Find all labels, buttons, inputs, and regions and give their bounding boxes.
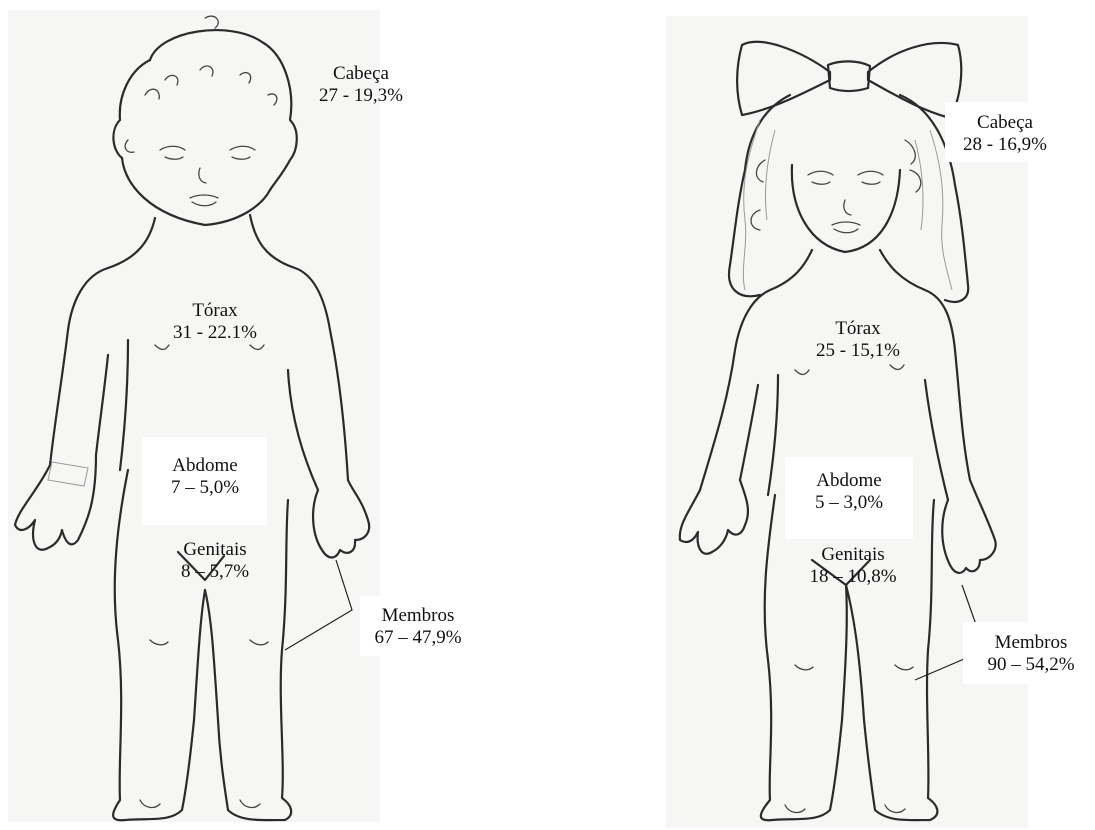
right-label-genitais-region: Genitais bbox=[793, 544, 913, 566]
right-label-cabeca-region: Cabeça bbox=[940, 112, 1070, 134]
left-label-cabeca-value: 27 - 19,3% bbox=[296, 85, 426, 107]
right-label-genitais-value: 18 – 10,8% bbox=[793, 566, 913, 588]
right-label-membros: Membros 90 – 54,2% bbox=[970, 632, 1092, 676]
left-label-abdome-value: 7 – 5,0% bbox=[150, 477, 260, 499]
left-label-torax-value: 31 - 22.1% bbox=[155, 322, 275, 344]
right-label-membros-value: 90 – 54,2% bbox=[970, 654, 1092, 676]
right-label-cabeca: Cabeça 28 - 16,9% bbox=[940, 112, 1070, 156]
right-label-cabeca-value: 28 - 16,9% bbox=[940, 134, 1070, 156]
left-label-membros-value: 67 – 47,9% bbox=[358, 627, 478, 649]
left-label-genitais: Genitais 8 – 5,7% bbox=[160, 539, 270, 583]
left-label-genitais-region: Genitais bbox=[160, 539, 270, 561]
left-label-membros-region: Membros bbox=[358, 605, 478, 627]
right-label-genitais: Genitais 18 – 10,8% bbox=[793, 544, 913, 588]
right-label-membros-region: Membros bbox=[970, 632, 1092, 654]
left-label-torax-region: Tórax bbox=[155, 300, 275, 322]
right-label-abdome: Abdome 5 – 3,0% bbox=[794, 470, 904, 514]
left-label-torax: Tórax 31 - 22.1% bbox=[155, 300, 275, 344]
left-label-genitais-value: 8 – 5,7% bbox=[160, 561, 270, 583]
left-label-membros: Membros 67 – 47,9% bbox=[358, 605, 478, 649]
right-label-abdome-value: 5 – 3,0% bbox=[794, 492, 904, 514]
left-label-abdome: Abdome 7 – 5,0% bbox=[150, 455, 260, 499]
right-label-torax: Tórax 25 - 15,1% bbox=[798, 318, 918, 362]
right-label-torax-value: 25 - 15,1% bbox=[798, 340, 918, 362]
left-label-cabeca: Cabeça 27 - 19,3% bbox=[296, 63, 426, 107]
right-label-torax-region: Tórax bbox=[798, 318, 918, 340]
left-label-cabeca-region: Cabeça bbox=[296, 63, 426, 85]
left-label-abdome-region: Abdome bbox=[150, 455, 260, 477]
right-label-abdome-region: Abdome bbox=[794, 470, 904, 492]
